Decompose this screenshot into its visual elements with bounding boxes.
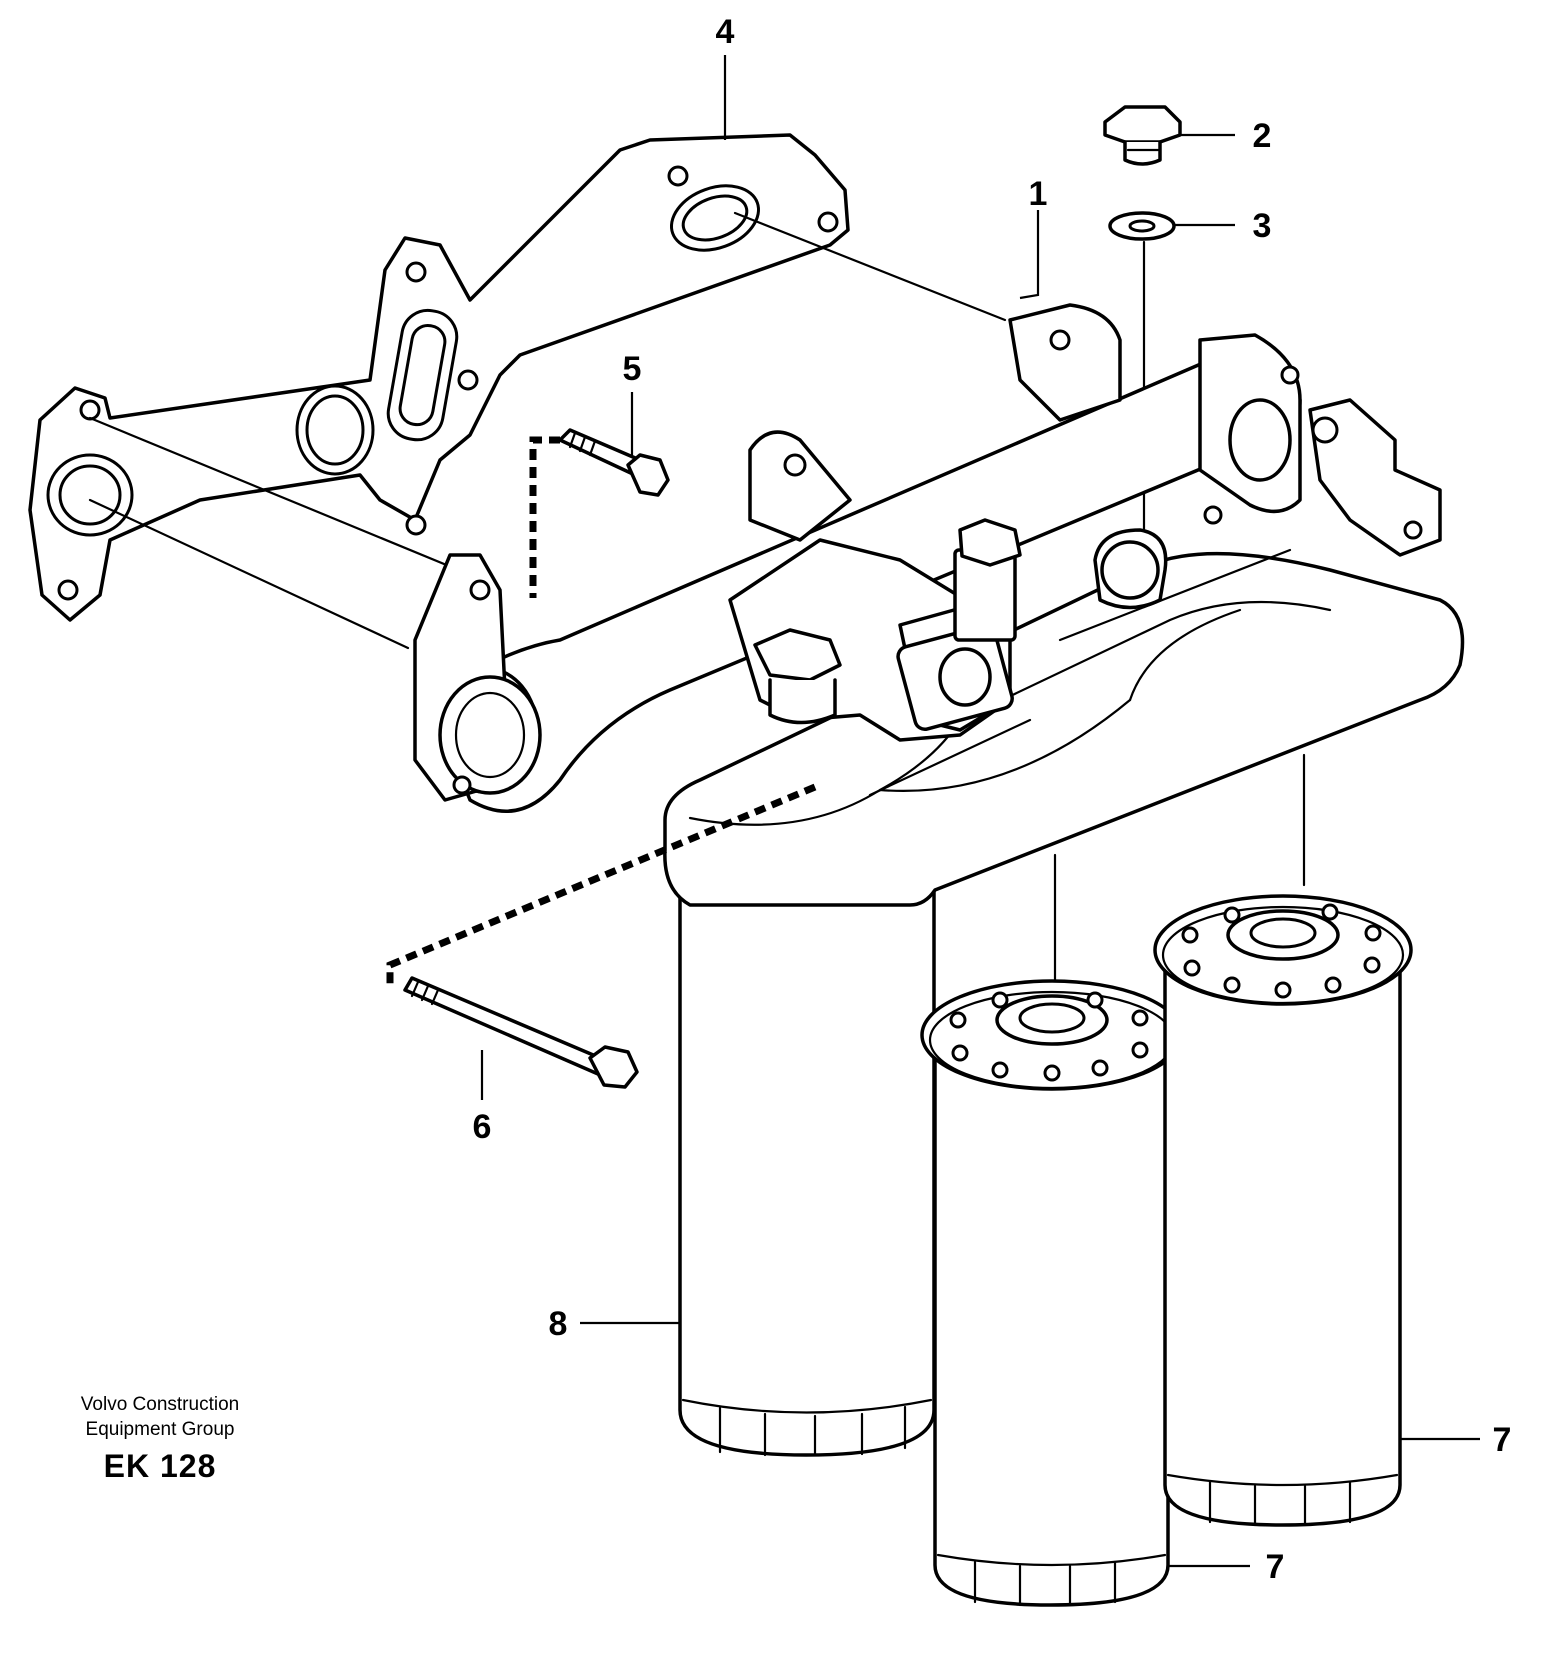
callouts: 1 2 3 4 5 6 7 7 8 — [473, 13, 1512, 1586]
leader-lines — [480, 55, 1480, 1568]
bolt-path-dashes — [386, 436, 817, 990]
filter-housing-part-1 — [413, 303, 1465, 907]
alignment-lines — [88, 211, 1306, 992]
callout-7-rear: 7 — [1493, 1421, 1512, 1459]
caption-line-1: Volvo Construction — [80, 1394, 240, 1415]
callout-7-front: 7 — [1266, 1548, 1285, 1586]
figure-code: EK 128 — [103, 1448, 217, 1484]
oil-filter-part-8 — [678, 838, 936, 1457]
callout-5: 5 — [623, 350, 642, 388]
gasket-part-4 — [28, 133, 850, 622]
callout-6: 6 — [473, 1108, 492, 1146]
publisher-caption: Volvo Construction Equipment Group EK 12… — [40, 1392, 280, 1485]
callout-8: 8 — [549, 1305, 568, 1343]
callout-3: 3 — [1253, 207, 1272, 245]
oil-filter-part-7-front — [920, 979, 1184, 1607]
bolt-part-5 — [558, 428, 670, 497]
callout-1: 1 — [1029, 175, 1048, 213]
callout-4: 4 — [716, 13, 735, 51]
bolt-part-6 — [403, 976, 639, 1089]
caption-line-2: Equipment Group — [85, 1419, 235, 1440]
plug-part-2 — [1103, 105, 1182, 166]
washer-part-3 — [1108, 211, 1176, 241]
callout-2: 2 — [1253, 117, 1272, 155]
oil-filter-part-7-rear — [1153, 894, 1413, 1527]
